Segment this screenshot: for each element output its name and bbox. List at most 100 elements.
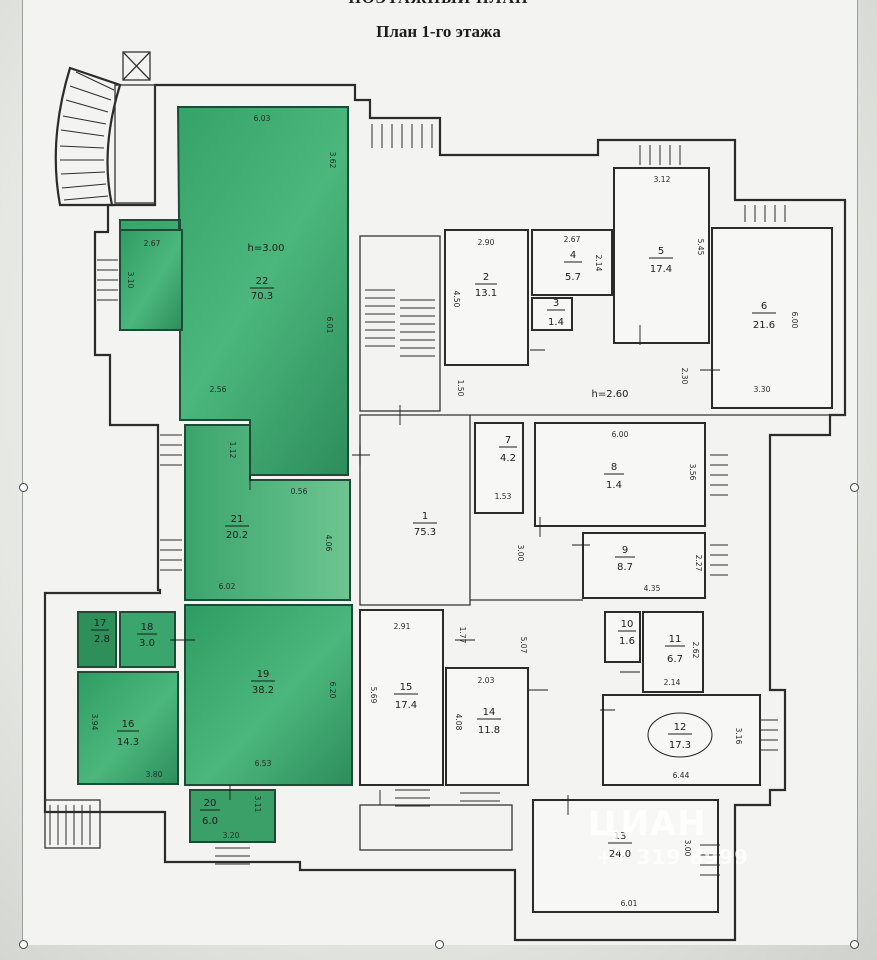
svg-text:2.30: 2.30 (680, 368, 689, 385)
room-area: 17.4 (650, 264, 672, 275)
svg-text:4.08: 4.08 (454, 714, 463, 731)
room-19-label: 19 38.2 (251, 669, 275, 696)
room-area: 6.7 (667, 654, 683, 665)
room-area: 75.3 (414, 527, 436, 538)
resize-handle-bottom[interactable] (435, 940, 444, 949)
svg-text:2.91: 2.91 (394, 622, 411, 631)
svg-text:3.12: 3.12 (654, 175, 671, 184)
svg-text:0.56: 0.56 (291, 487, 308, 496)
document-page (22, 0, 858, 945)
resize-handle-bottom-right[interactable] (850, 940, 859, 949)
stairwells (44, 124, 786, 876)
svg-text:5.45: 5.45 (696, 239, 705, 256)
room-area: 38.2 (252, 685, 274, 696)
plan-title: ПОЭТАЖНЫЙ ПЛАН (0, 0, 877, 8)
room-3-label: 31.4 (547, 298, 565, 328)
room-number: 4 (570, 250, 576, 261)
svg-text:2.56: 2.56 (210, 385, 227, 394)
room-4-label: 45.7 (564, 250, 582, 283)
svg-text:3.30: 3.30 (754, 385, 771, 394)
room-number: 8 (611, 462, 617, 473)
room-11-label: 116.7 (665, 634, 685, 665)
svg-text:3.80: 3.80 (146, 770, 163, 779)
svg-text:4.06: 4.06 (324, 535, 333, 552)
svg-text:6.02: 6.02 (219, 582, 236, 591)
room-number: 1 (422, 511, 428, 522)
svg-text:5.07: 5.07 (519, 637, 528, 654)
room-17-label: 172.8 (91, 618, 110, 645)
resize-handle-left[interactable] (19, 483, 28, 492)
watermark-brand: ЦИАН (588, 804, 707, 844)
svg-text:2.27: 2.27 (694, 555, 703, 572)
room-number: 5 (658, 246, 664, 257)
door-marks (170, 325, 720, 815)
watermark-phone: +7 319 8999 (596, 845, 750, 869)
svg-text:5.69: 5.69 (369, 687, 378, 704)
ceiling-height-left: h=3.00 (248, 243, 285, 254)
resize-handle-right[interactable] (850, 483, 859, 492)
svg-text:6.01: 6.01 (621, 899, 638, 908)
room-6-label: 621.6 (752, 301, 776, 331)
svg-text:3.00: 3.00 (516, 545, 525, 562)
room-area: 13.1 (475, 288, 497, 299)
room-area: 11.8 (478, 725, 500, 736)
svg-text:6.53: 6.53 (255, 759, 272, 768)
svg-text:3.00: 3.00 (683, 840, 692, 857)
room-area: 4.2 (500, 453, 516, 464)
room-number: 3 (553, 298, 559, 309)
resize-handle-bottom-left[interactable] (19, 940, 28, 949)
svg-text:2.62: 2.62 (691, 642, 700, 659)
svg-text:4.35: 4.35 (644, 584, 661, 593)
room-number: 10 (621, 619, 634, 630)
room-area: 8.7 (617, 562, 633, 573)
room-area: 3.0 (139, 638, 155, 649)
room-18-label: 183.0 (137, 622, 157, 649)
room-1-label: 175.3 (413, 511, 437, 538)
svg-text:3.10: 3.10 (126, 272, 135, 289)
room-number: 17 (94, 618, 107, 629)
svg-text:1.50: 1.50 (456, 380, 465, 397)
room-area: 6.0 (202, 816, 218, 827)
svg-text:2.14: 2.14 (594, 255, 603, 272)
svg-text:3.94: 3.94 (90, 714, 99, 731)
svg-text:2.03: 2.03 (478, 676, 495, 685)
room-area: 1.4 (548, 317, 564, 328)
plan-subtitle: План 1-го этажа (376, 22, 501, 41)
ceiling-height-right: h=2.60 (592, 389, 629, 400)
room-number: 12 (674, 722, 687, 733)
room-area: 1.6 (619, 636, 635, 647)
room-number: 18 (141, 622, 154, 633)
dimension-labels: 6.03 3.62 2.67 3.10 6.01 2.56 1.12 0.56 … (90, 114, 799, 908)
svg-text:1.12: 1.12 (228, 442, 237, 459)
svg-text:6.44: 6.44 (673, 771, 690, 780)
svg-text:6.20: 6.20 (328, 682, 337, 699)
svg-text:6.00: 6.00 (790, 312, 799, 329)
svg-text:3.20: 3.20 (223, 831, 240, 840)
room-number: 15 (400, 682, 413, 693)
room-area: 24.0 (609, 849, 631, 860)
highlighted-rooms (77, 106, 353, 843)
room-number: 19 (257, 669, 270, 680)
room-number: 2 (483, 272, 489, 283)
room-7-label: 74.2 (499, 435, 517, 464)
room-5-label: 517.4 (649, 246, 673, 275)
svg-text:2.14: 2.14 (664, 678, 681, 687)
svg-text:3.62: 3.62 (328, 152, 337, 169)
svg-text:4.50: 4.50 (452, 291, 461, 308)
room-number: 11 (669, 634, 682, 645)
svg-text:3.56: 3.56 (688, 464, 697, 481)
other-rooms (359, 167, 845, 913)
building-outline (43, 83, 847, 942)
svg-text:6.00: 6.00 (612, 430, 629, 439)
svg-text:6.03: 6.03 (254, 114, 271, 123)
room-number: 6 (761, 301, 767, 312)
room-area: 20.2 (226, 530, 248, 541)
